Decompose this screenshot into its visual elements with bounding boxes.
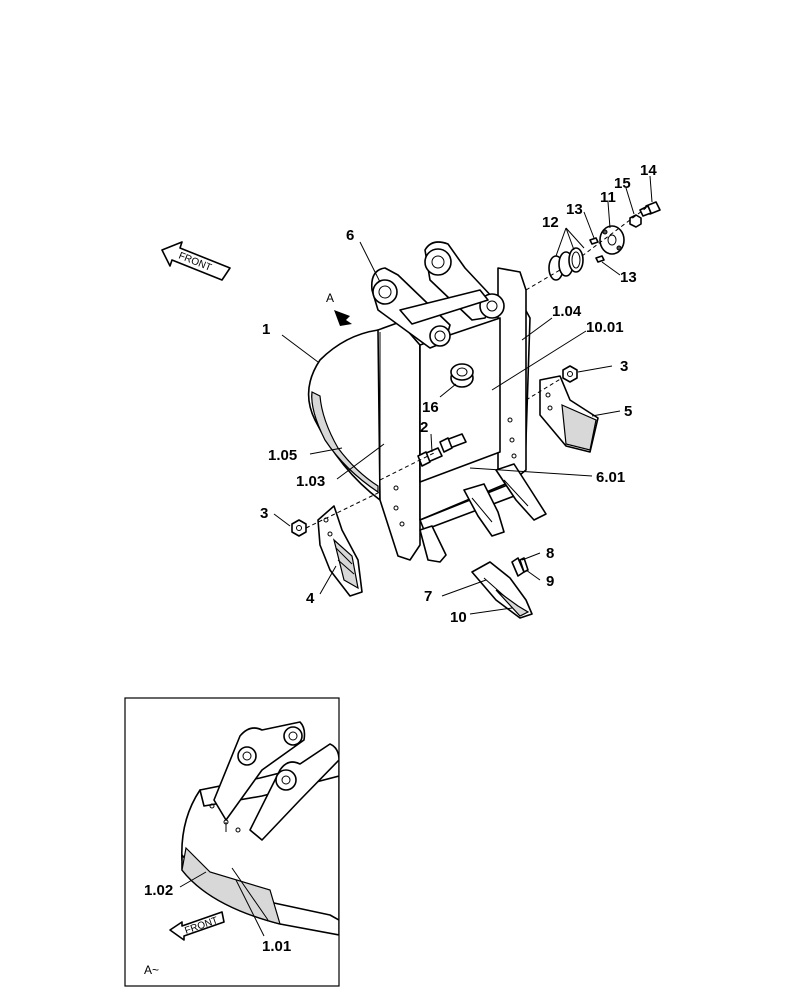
callout-3-left: 3 [260, 505, 268, 522]
view-a-arrow-icon [334, 310, 352, 326]
detail-caption: A~ [144, 963, 159, 977]
bolts-2 [417, 433, 467, 467]
callout-6: 6 [346, 227, 354, 244]
front-arrow-main: FRONT [161, 241, 231, 281]
callout-12: 12 [542, 214, 559, 231]
callout-9: 9 [546, 573, 554, 590]
callout-16: 16 [422, 399, 439, 416]
callout-5: 5 [624, 403, 632, 420]
callout-11: 11 [600, 189, 616, 206]
callout-14: 14 [640, 162, 657, 179]
side-cutter-right [539, 375, 599, 453]
callout-2: 2 [420, 419, 428, 436]
callout-10-01: 10.01 [586, 319, 624, 336]
callout-10: 10 [450, 609, 467, 626]
leader-lines [273, 175, 653, 615]
callout-7: 7 [424, 588, 432, 605]
callout-1-05: 1.05 [268, 447, 297, 464]
callout-15: 15 [614, 175, 631, 192]
alignment-lines [305, 207, 647, 529]
mounting-lugs [370, 241, 505, 349]
callout-8: 8 [546, 545, 554, 562]
main-callouts: 1 1.05 1.03 1.04 10.01 6.01 2 3 3 4 5 6 … [260, 162, 657, 626]
bucket-body [307, 267, 531, 561]
callout-1-01: 1.01 [262, 938, 291, 955]
bushing-16 [450, 363, 474, 388]
callout-6-01: 6.01 [596, 469, 625, 486]
nut-3-right [562, 365, 578, 383]
bucket-teeth [419, 463, 547, 563]
callout-3-right: 3 [620, 358, 628, 375]
callout-13-top: 13 [566, 201, 583, 218]
side-cutter-left [317, 505, 363, 597]
view-a-letter: A [326, 291, 334, 305]
callout-1-04: 1.04 [552, 303, 582, 320]
callout-1-03: 1.03 [296, 473, 325, 490]
callout-4: 4 [306, 590, 315, 607]
detail-view-a: FRONT 1.02 1.01 A~ [124, 697, 340, 987]
nut-3-left [291, 519, 307, 537]
pin-8-retainer-9 [511, 557, 529, 577]
tooth-assembly-7-10 [471, 561, 533, 619]
callout-1-02: 1.02 [144, 882, 173, 899]
callout-1: 1 [262, 321, 270, 338]
view-a-marker: A [326, 291, 352, 326]
callout-13-bottom: 13 [620, 269, 637, 286]
